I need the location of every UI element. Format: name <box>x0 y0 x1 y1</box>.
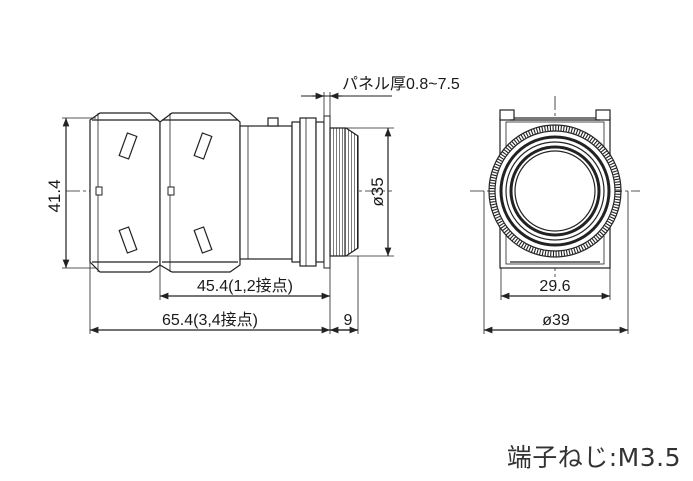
front-depth-label: 9 <box>344 312 353 329</box>
terminal-screw-icon <box>118 226 138 254</box>
contact-block-front <box>159 112 241 273</box>
front-outer-diameter-label: ø39 <box>542 312 570 329</box>
terminal-screw-note: 端子ねじ:M3.5 <box>506 443 681 472</box>
terminal-screw-icon <box>118 132 138 160</box>
knurled-bezel <box>329 127 359 257</box>
front-view <box>470 96 640 334</box>
operator-body <box>239 115 331 269</box>
panel-thickness-label: パネル厚0.8~7.5 <box>342 75 460 93</box>
height-label: 41.4 <box>45 179 64 212</box>
diameter-35-label: ø35 <box>368 177 387 206</box>
side-view <box>62 92 394 334</box>
length-34-contacts-label: 65.4(3,4接点) <box>162 311 258 329</box>
contact-block-rear <box>89 112 161 273</box>
front-inner-diameter-label: 29.6 <box>539 278 570 295</box>
terminal-screw-icon <box>193 226 213 254</box>
length-12-contacts-label: 45.4(1,2接点) <box>197 277 293 295</box>
terminal-screw-icon <box>193 132 213 160</box>
